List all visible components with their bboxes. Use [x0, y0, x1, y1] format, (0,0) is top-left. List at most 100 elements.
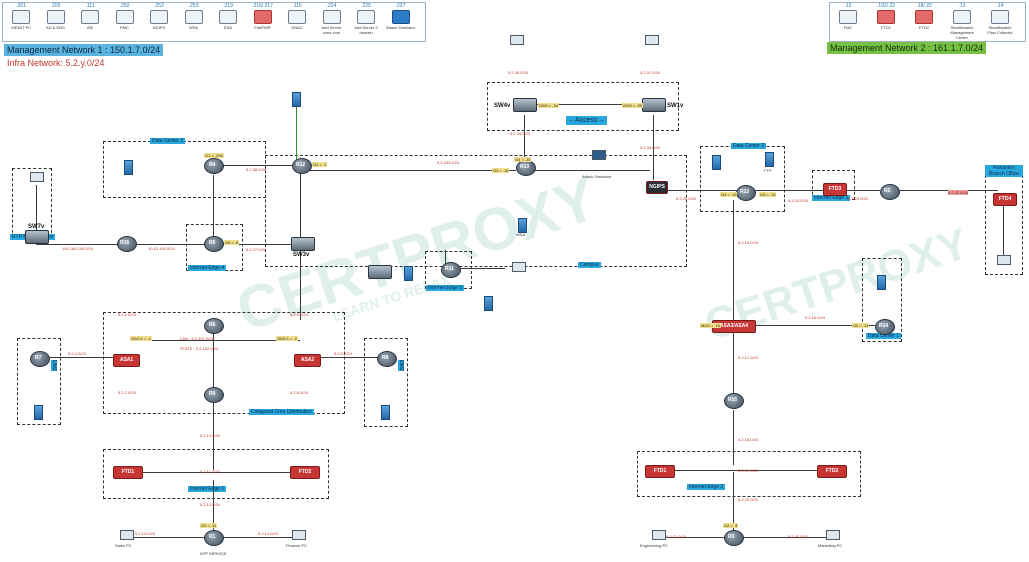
iface-tag-2: G0/0 = .35: [622, 103, 643, 108]
ftd3-firewall[interactable]: FTD3: [823, 183, 847, 196]
esa-server[interactable]: [404, 266, 413, 281]
r16-router[interactable]: [117, 236, 137, 252]
r2-router[interactable]: [880, 184, 900, 200]
r5-router[interactable]: [204, 236, 224, 252]
finance-server[interactable]: [381, 405, 390, 420]
sw3v-switch[interactable]: [291, 237, 315, 251]
ie5-server[interactable]: [484, 296, 493, 311]
ftd2-asa-right-ie1[interactable]: FTD2: [290, 466, 320, 479]
sw1v-label: SW1v: [667, 103, 684, 109]
subnet-s16: 5.2.4.0/24: [68, 351, 86, 356]
subnet-s32: 5.2.30.0/24: [788, 534, 809, 539]
sales-pc[interactable]: [120, 530, 134, 540]
subnet-s9: 5.2.22.0/24: [948, 190, 969, 195]
sales-server[interactable]: [34, 405, 43, 420]
dc3-server[interactable]: [124, 160, 133, 175]
toolbar-tool-number: .111: [85, 3, 95, 9]
mgmt-network-1-label: Management Network 1 : 150.1.7.0/24: [4, 44, 164, 56]
subnet-s7: 5.2.24.0/24: [788, 198, 809, 203]
r4-router[interactable]: [204, 158, 224, 174]
r3-router[interactable]: [724, 530, 744, 546]
asa2-firewall[interactable]: ASA2: [294, 354, 321, 367]
engineering-server[interactable]: [712, 155, 721, 170]
toolbar-tool-label: FMC: [843, 25, 853, 30]
r7-router[interactable]: [30, 351, 50, 367]
dc1-label: Data Center 1: [866, 333, 902, 339]
r15-router[interactable]: [724, 393, 744, 409]
link-sw1v-ngips: [653, 115, 654, 180]
attack-sim[interactable]: [592, 150, 606, 160]
r1-router[interactable]: [204, 530, 224, 546]
rtp-pc[interactable]: [30, 172, 44, 182]
ftp-server[interactable]: [765, 152, 774, 167]
ftd2-ie2-right[interactable]: FTD2: [817, 465, 847, 478]
r3-label: R3: [728, 534, 735, 540]
ftd1-ie2-left[interactable]: FTD1: [645, 465, 675, 478]
esa-device[interactable]: [368, 265, 392, 279]
sw4v-switch[interactable]: [513, 98, 537, 112]
wsa-server[interactable]: [518, 218, 527, 233]
campus-label: Campus: [578, 262, 601, 268]
r12-router[interactable]: [292, 158, 312, 174]
toolbar-tool-label: VIEWIT PC: [10, 25, 32, 30]
subnet-s25: 5.2.15.0/24: [738, 240, 759, 245]
link-asa1-asa2: [140, 340, 300, 341]
finance-pc[interactable]: [292, 530, 306, 540]
asa3-asa4-firewall[interactable]: ASA3/ASA4: [712, 320, 756, 333]
iface-tag-4: G3 = .16: [492, 168, 510, 173]
toolbar-tool-label: DNAC: [291, 25, 303, 30]
campus-server-top[interactable]: [292, 92, 301, 107]
marketing-pc[interactable]: [826, 530, 840, 540]
ftd4-firewall[interactable]: FTD4: [993, 193, 1017, 206]
guest-pc-top[interactable]: [510, 35, 524, 45]
sw7v-switch[interactable]: [25, 230, 49, 244]
engineering-pc[interactable]: [652, 530, 666, 540]
toolbar-tool-icon: [991, 10, 1009, 24]
ftd1-asa-left-ie1[interactable]: FTD1: [113, 466, 143, 479]
subnet-s8: 5.2.23.0/24: [848, 196, 869, 201]
subnet-s15: 5.2.3.0/24: [290, 312, 308, 317]
rohanton-pc[interactable]: [997, 255, 1011, 265]
marketing-server[interactable]: [877, 275, 886, 290]
r14-router[interactable]: [875, 319, 895, 335]
r11-router[interactable]: [441, 262, 461, 278]
sw1v-switch[interactable]: [642, 98, 666, 112]
dmz-left-label: DMZ: [51, 360, 57, 371]
r8-router[interactable]: [377, 351, 397, 367]
ie5-pc[interactable]: [512, 262, 526, 272]
toolbar-tool-icon: [915, 10, 933, 24]
toolbar-tool-label: ESA: [223, 25, 232, 30]
link-asa34-r15: [733, 330, 734, 400]
link-ngips-r13: [660, 190, 740, 191]
toolbar-tool-number: .200: [50, 3, 61, 9]
link-r4-r12: [220, 165, 304, 166]
r6-router[interactable]: [204, 318, 224, 334]
asa1-firewall[interactable]: ASA1: [113, 354, 140, 367]
link-r2-ftd4: [888, 190, 998, 191]
subnet-s17: 5.2.5.0/24: [334, 351, 352, 356]
r9-router[interactable]: [204, 387, 224, 403]
mgmt-pc-top[interactable]: [645, 35, 659, 45]
ngips-device[interactable]: NGIPS: [646, 181, 668, 194]
subnet-state: STATE - 5.2.102.0/24: [180, 346, 219, 351]
wsa-caption: WSA: [516, 232, 526, 237]
toolbar-tool-icon: [322, 10, 341, 24]
toolbar-tool-number: .115: [292, 3, 302, 9]
